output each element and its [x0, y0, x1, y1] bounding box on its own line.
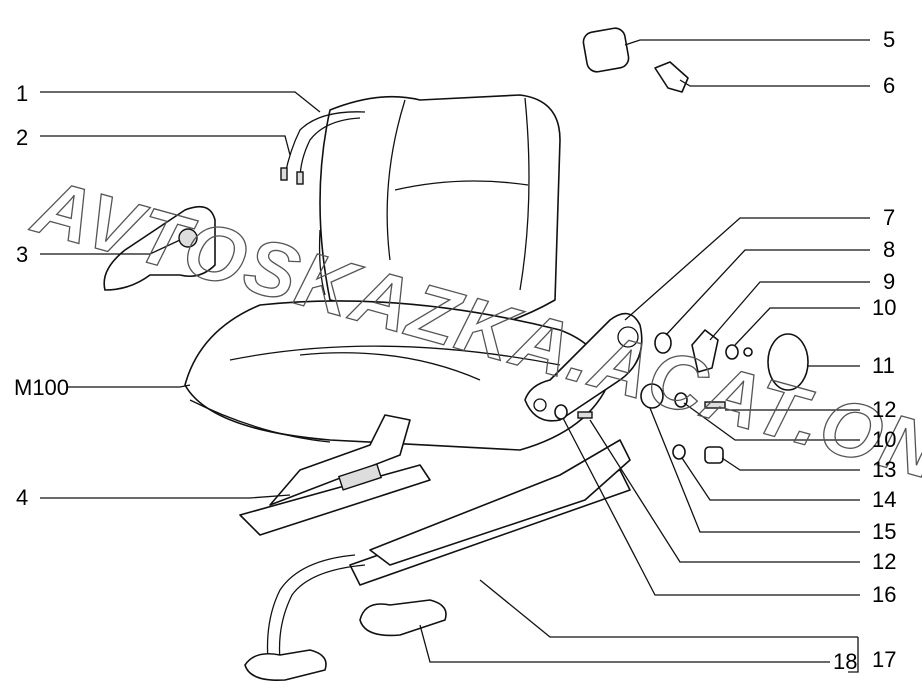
callout-4: 4 — [16, 485, 29, 510]
callout-12: 12 — [872, 397, 897, 422]
callout-12-second: 12 — [872, 549, 897, 574]
callout-2: 2 — [16, 125, 29, 150]
part-10-washer — [725, 344, 739, 360]
part-8-washer — [654, 332, 672, 354]
part-18-bracket — [244, 649, 327, 682]
callout-7: 7 — [883, 205, 896, 230]
callout-18: 18 — [833, 649, 858, 674]
callout-3: 3 — [16, 242, 29, 267]
callout-10: 10 — [872, 295, 897, 320]
part-16-washer — [554, 404, 568, 420]
callout-8: 8 — [883, 237, 896, 262]
cable-assembly — [280, 111, 366, 185]
part-4-seat-rail — [239, 414, 431, 536]
seat-back — [318, 94, 561, 331]
callout-14: 14 — [872, 487, 897, 512]
part-5-handle — [582, 27, 630, 73]
callout-16: 16 — [872, 582, 897, 607]
part-14-nut — [672, 444, 686, 460]
callout-5: 5 — [883, 27, 896, 52]
callout-15: 15 — [872, 519, 897, 544]
part-13-pin — [704, 446, 724, 464]
part-12-screw — [704, 401, 726, 409]
side-cover-plate — [103, 205, 216, 291]
part-18-bracket-2 — [359, 599, 447, 637]
leader-lines — [40, 39, 870, 673]
callout-10-second: 10 — [872, 427, 897, 452]
callout-11: 11 — [872, 353, 895, 378]
callout-6: 6 — [883, 73, 896, 98]
seat-cushion — [184, 300, 611, 451]
callout-9: 9 — [883, 269, 896, 294]
part-7-recliner-bracket — [524, 312, 643, 422]
part-12b-screw — [577, 411, 593, 419]
part-15-bushing — [640, 383, 664, 409]
callout-m100: M100 — [14, 375, 70, 400]
part-9-mechanism — [691, 329, 719, 373]
part-6-clip — [654, 61, 689, 93]
part-11-knob — [767, 333, 809, 391]
callout-17: 17 — [872, 647, 897, 672]
callout-13: 13 — [872, 457, 897, 482]
part-17-seat-rail — [266, 439, 631, 661]
callout-1: 1 — [16, 81, 29, 106]
